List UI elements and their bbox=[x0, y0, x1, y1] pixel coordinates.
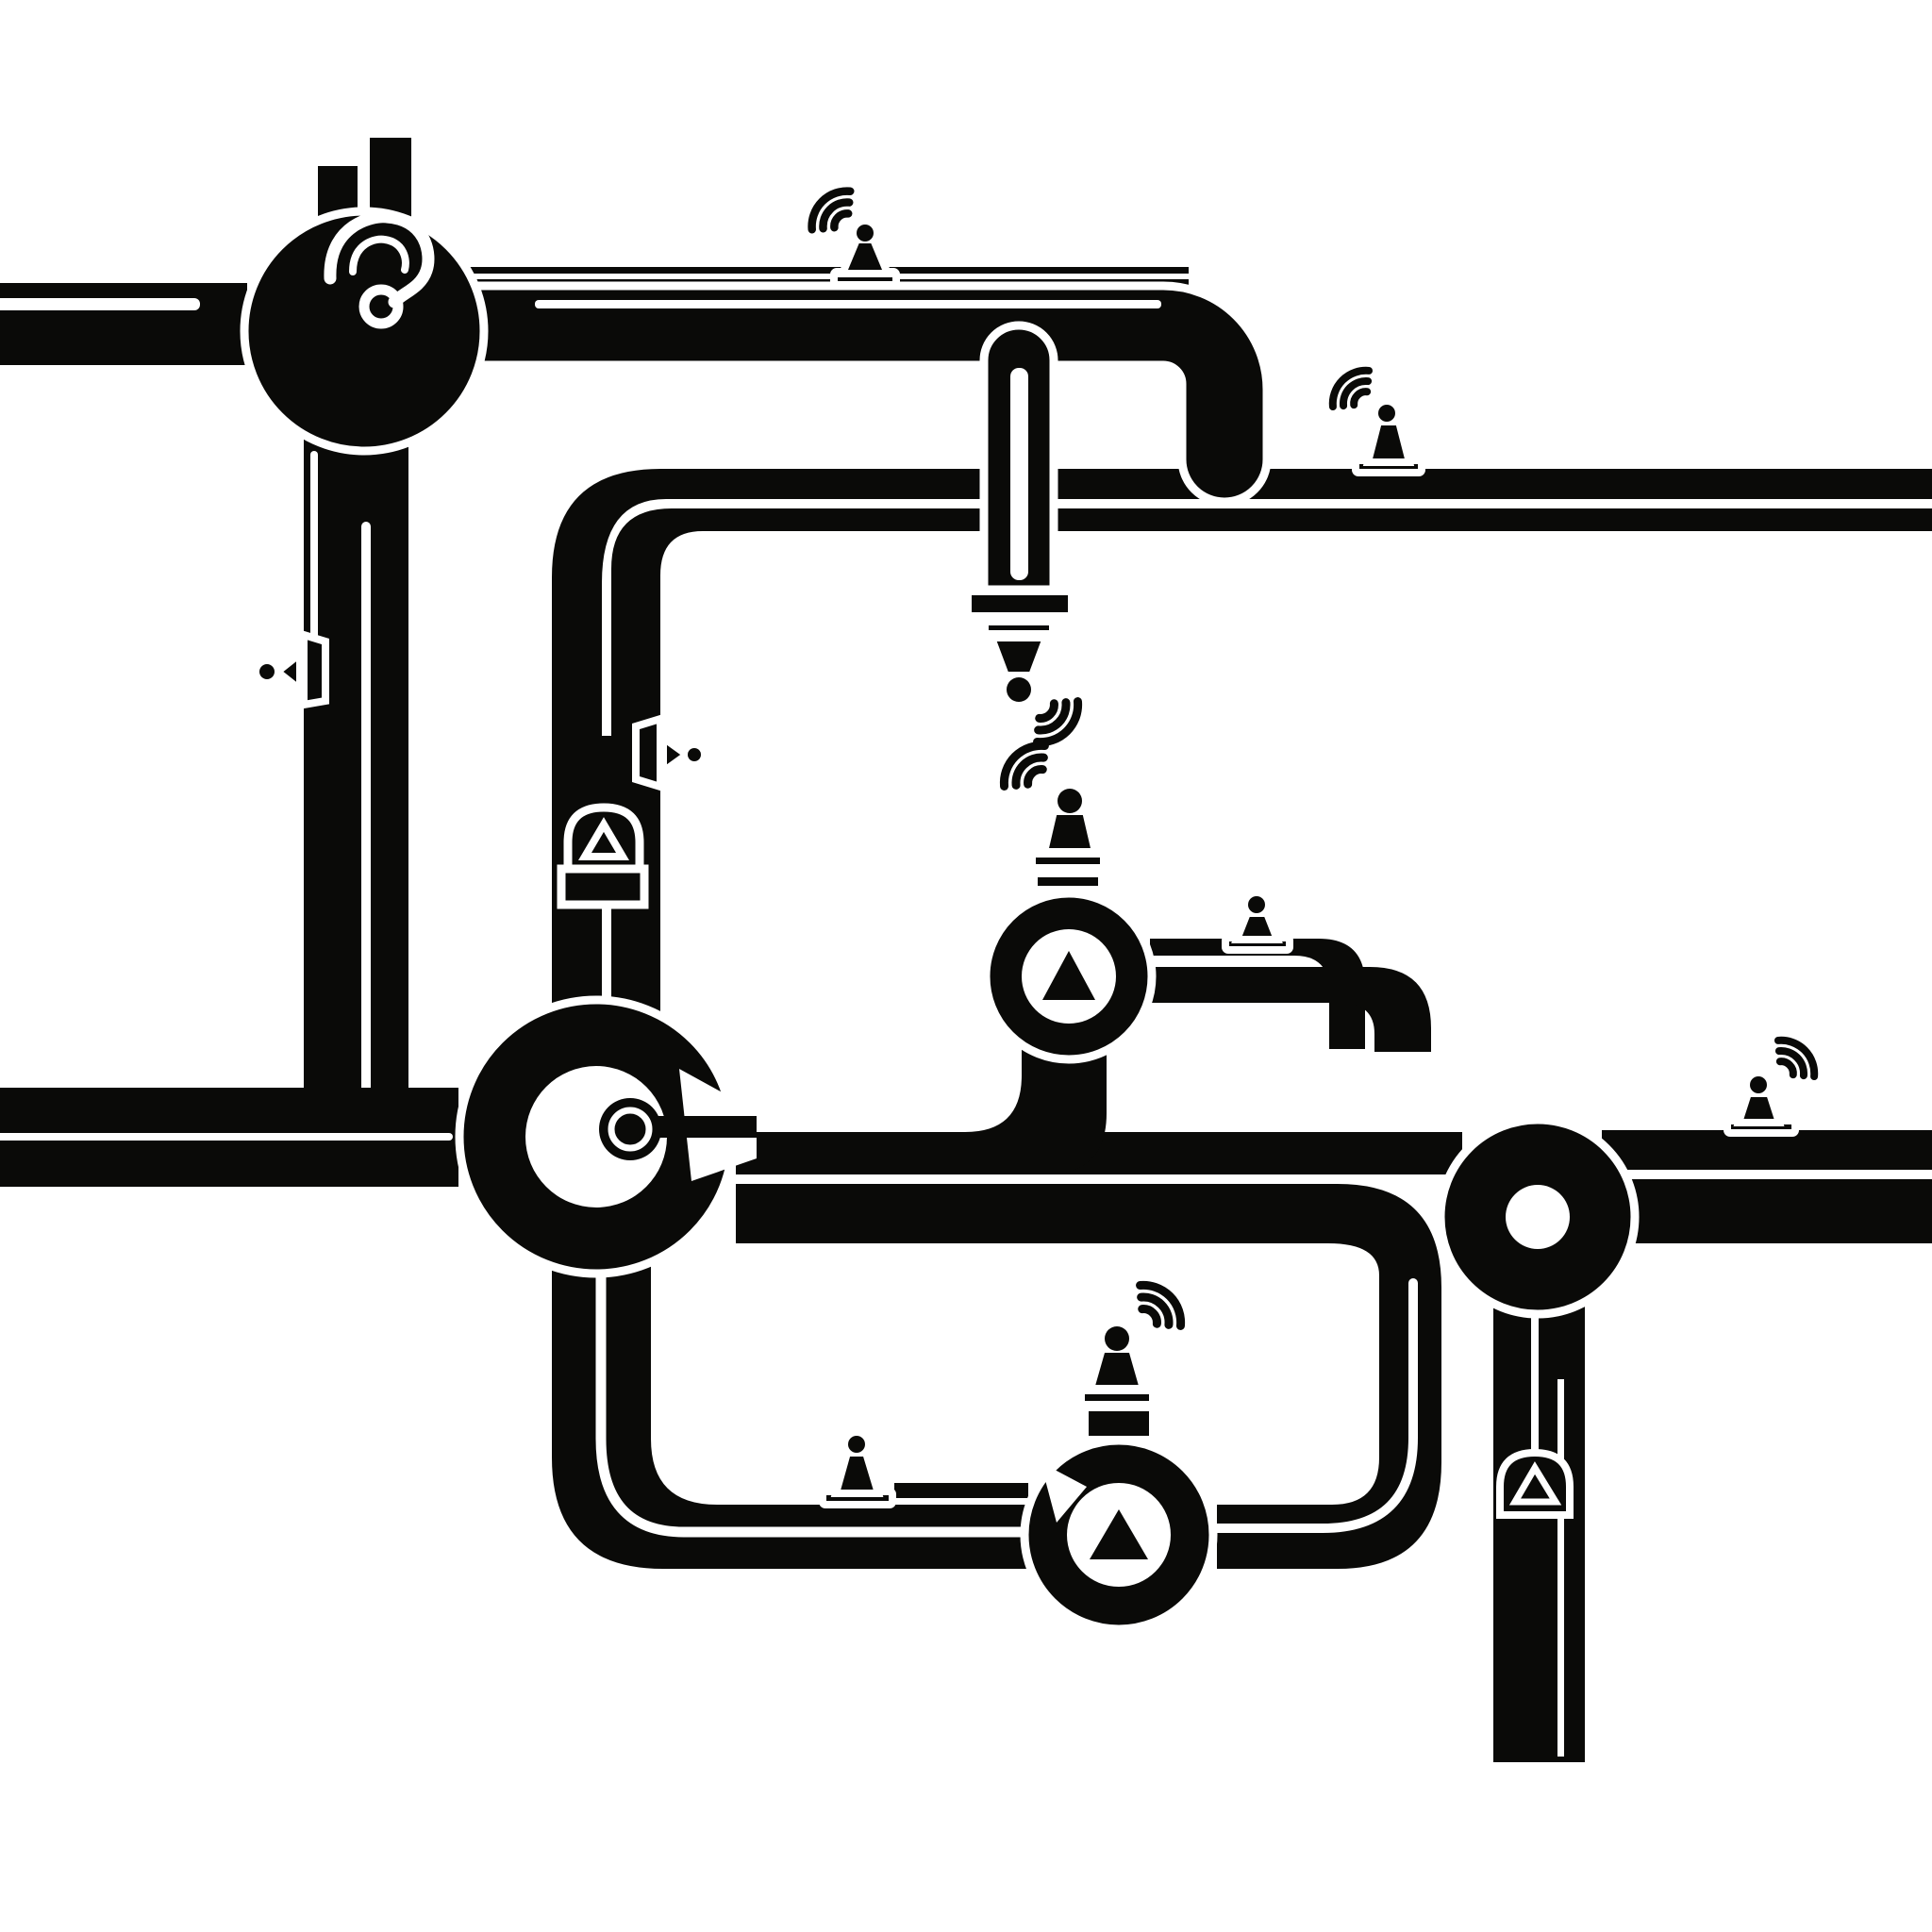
cone-right-upper-sensor bbox=[1324, 362, 1425, 476]
badge-hub-drop bbox=[557, 736, 649, 909]
pipe-mid-double bbox=[552, 469, 1932, 1137]
speaker-mid-icon bbox=[632, 713, 701, 792]
speaker-left-icon bbox=[259, 629, 329, 709]
pipe-left-vertical bbox=[304, 340, 408, 1094]
pipe-bottom-left bbox=[0, 1088, 458, 1187]
valve-lower-node bbox=[1020, 1276, 1218, 1634]
junction-hub-node bbox=[455, 995, 757, 1278]
cone-bottom-loop-sensor bbox=[819, 1436, 896, 1508]
badge-ring-drop bbox=[1496, 1448, 1574, 1519]
pipe-valve-elbow bbox=[736, 976, 1107, 1174]
nozzle-pillar bbox=[964, 321, 1087, 751]
pipe-top-left bbox=[0, 283, 247, 365]
junction-ring-node bbox=[1436, 1115, 1640, 1762]
pipe-valve-right-stub bbox=[1150, 939, 1431, 1052]
mast-lower-valve-sensor bbox=[1077, 1276, 1190, 1443]
valve-upper-node bbox=[981, 737, 1157, 1064]
pipe-lower-double bbox=[736, 1130, 1932, 1569]
ear-hook-icon bbox=[324, 210, 435, 329]
cone-mid-small-sensor bbox=[1222, 896, 1293, 954]
cone-top-line-sensor bbox=[803, 182, 900, 289]
junction-ear-node bbox=[240, 207, 489, 456]
mast-upper-valve-sensor bbox=[995, 737, 1108, 893]
pipe-top-main bbox=[472, 281, 1272, 507]
cone-right-lower-sensor bbox=[1724, 1032, 1823, 1137]
